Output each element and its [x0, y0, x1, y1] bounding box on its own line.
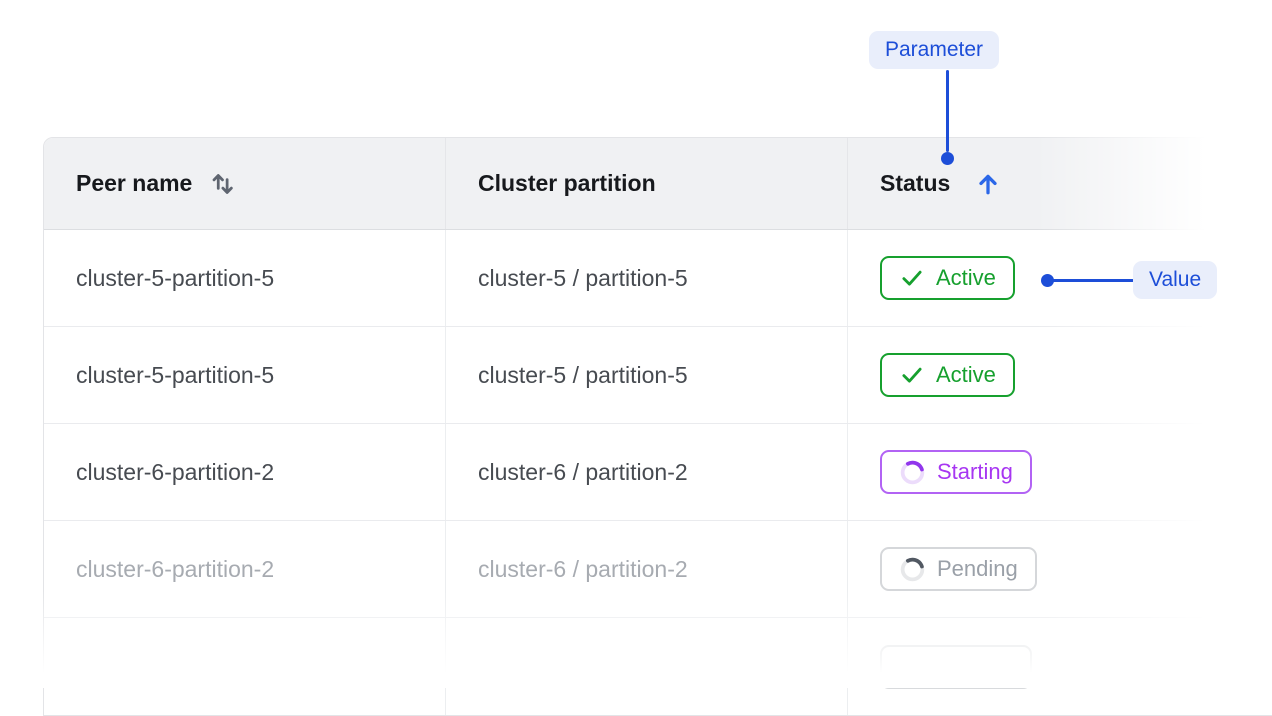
- column-header-label: Status: [880, 170, 951, 196]
- cluster-partition-cell: cluster-5 / partition-5: [446, 230, 848, 326]
- peers-table: Peer name Cluster partition Status clust…: [43, 137, 1272, 716]
- parameter-annotation-label: Parameter: [869, 31, 1000, 69]
- peer-name-cell: cluster-5-partition-5: [44, 230, 446, 326]
- status-badge: Starting: [880, 450, 1032, 494]
- cluster-partition-cell: [446, 618, 848, 715]
- table-body: cluster-5-partition-5 cluster-5 / partit…: [44, 230, 1272, 715]
- column-header-status[interactable]: Status: [848, 138, 1272, 229]
- status-badge: [880, 644, 1032, 689]
- spinner-icon: [899, 556, 926, 583]
- column-header-label: Peer name: [76, 170, 193, 196]
- status-badge: Pending: [880, 547, 1037, 591]
- status-cell: Active: [848, 230, 1272, 326]
- table-row: cluster-6-partition-2 cluster-6 / partit…: [44, 521, 1272, 618]
- status-cell: Starting: [848, 424, 1272, 520]
- column-header-label: Cluster partition: [478, 170, 656, 196]
- peer-name-cell: cluster-5-partition-5: [44, 327, 446, 423]
- sort-both-icon: [208, 169, 238, 199]
- cluster-partition-cell: cluster-6 / partition-2: [446, 521, 848, 617]
- check-icon: [899, 265, 925, 291]
- check-icon: [899, 362, 925, 388]
- status-badge-label: Active: [936, 362, 996, 387]
- value-annotation-text: Value: [1149, 268, 1202, 291]
- status-cell: Active: [848, 327, 1272, 423]
- table-header-row: Peer name Cluster partition Status: [44, 138, 1272, 230]
- peer-name-cell: [44, 618, 446, 715]
- sort-ascending-icon: [974, 170, 1002, 198]
- peer-name-cell: cluster-6-partition-2: [44, 424, 446, 520]
- cluster-partition-cell: cluster-5 / partition-5: [446, 327, 848, 423]
- status-badge: Active: [880, 353, 1015, 397]
- cluster-partition-cell: cluster-6 / partition-2: [446, 424, 848, 520]
- peer-name-cell: cluster-6-partition-2: [44, 521, 446, 617]
- status-badge-label: Pending: [937, 556, 1018, 581]
- value-connector-line: [1048, 279, 1134, 282]
- status-cell: [848, 618, 1272, 715]
- parameter-annotation-text: Parameter: [885, 38, 984, 61]
- parameter-connector-line: [946, 70, 949, 152]
- status-badge: Active: [880, 256, 1015, 300]
- parameter-connector-dot: [941, 152, 954, 165]
- table-row: cluster-5-partition-5 cluster-5 / partit…: [44, 327, 1272, 424]
- spinner-icon: [899, 459, 926, 486]
- value-connector-dot: [1041, 274, 1054, 287]
- table-row: cluster-6-partition-2 cluster-6 / partit…: [44, 424, 1272, 521]
- value-annotation-label: Value: [1133, 261, 1218, 299]
- column-header-peer-name[interactable]: Peer name: [44, 138, 446, 229]
- column-header-cluster-partition: Cluster partition: [446, 138, 848, 229]
- table-row: [44, 618, 1272, 715]
- status-badge-label: Starting: [937, 459, 1013, 484]
- status-cell: Pending: [848, 521, 1272, 617]
- status-badge-label: Active: [936, 265, 996, 290]
